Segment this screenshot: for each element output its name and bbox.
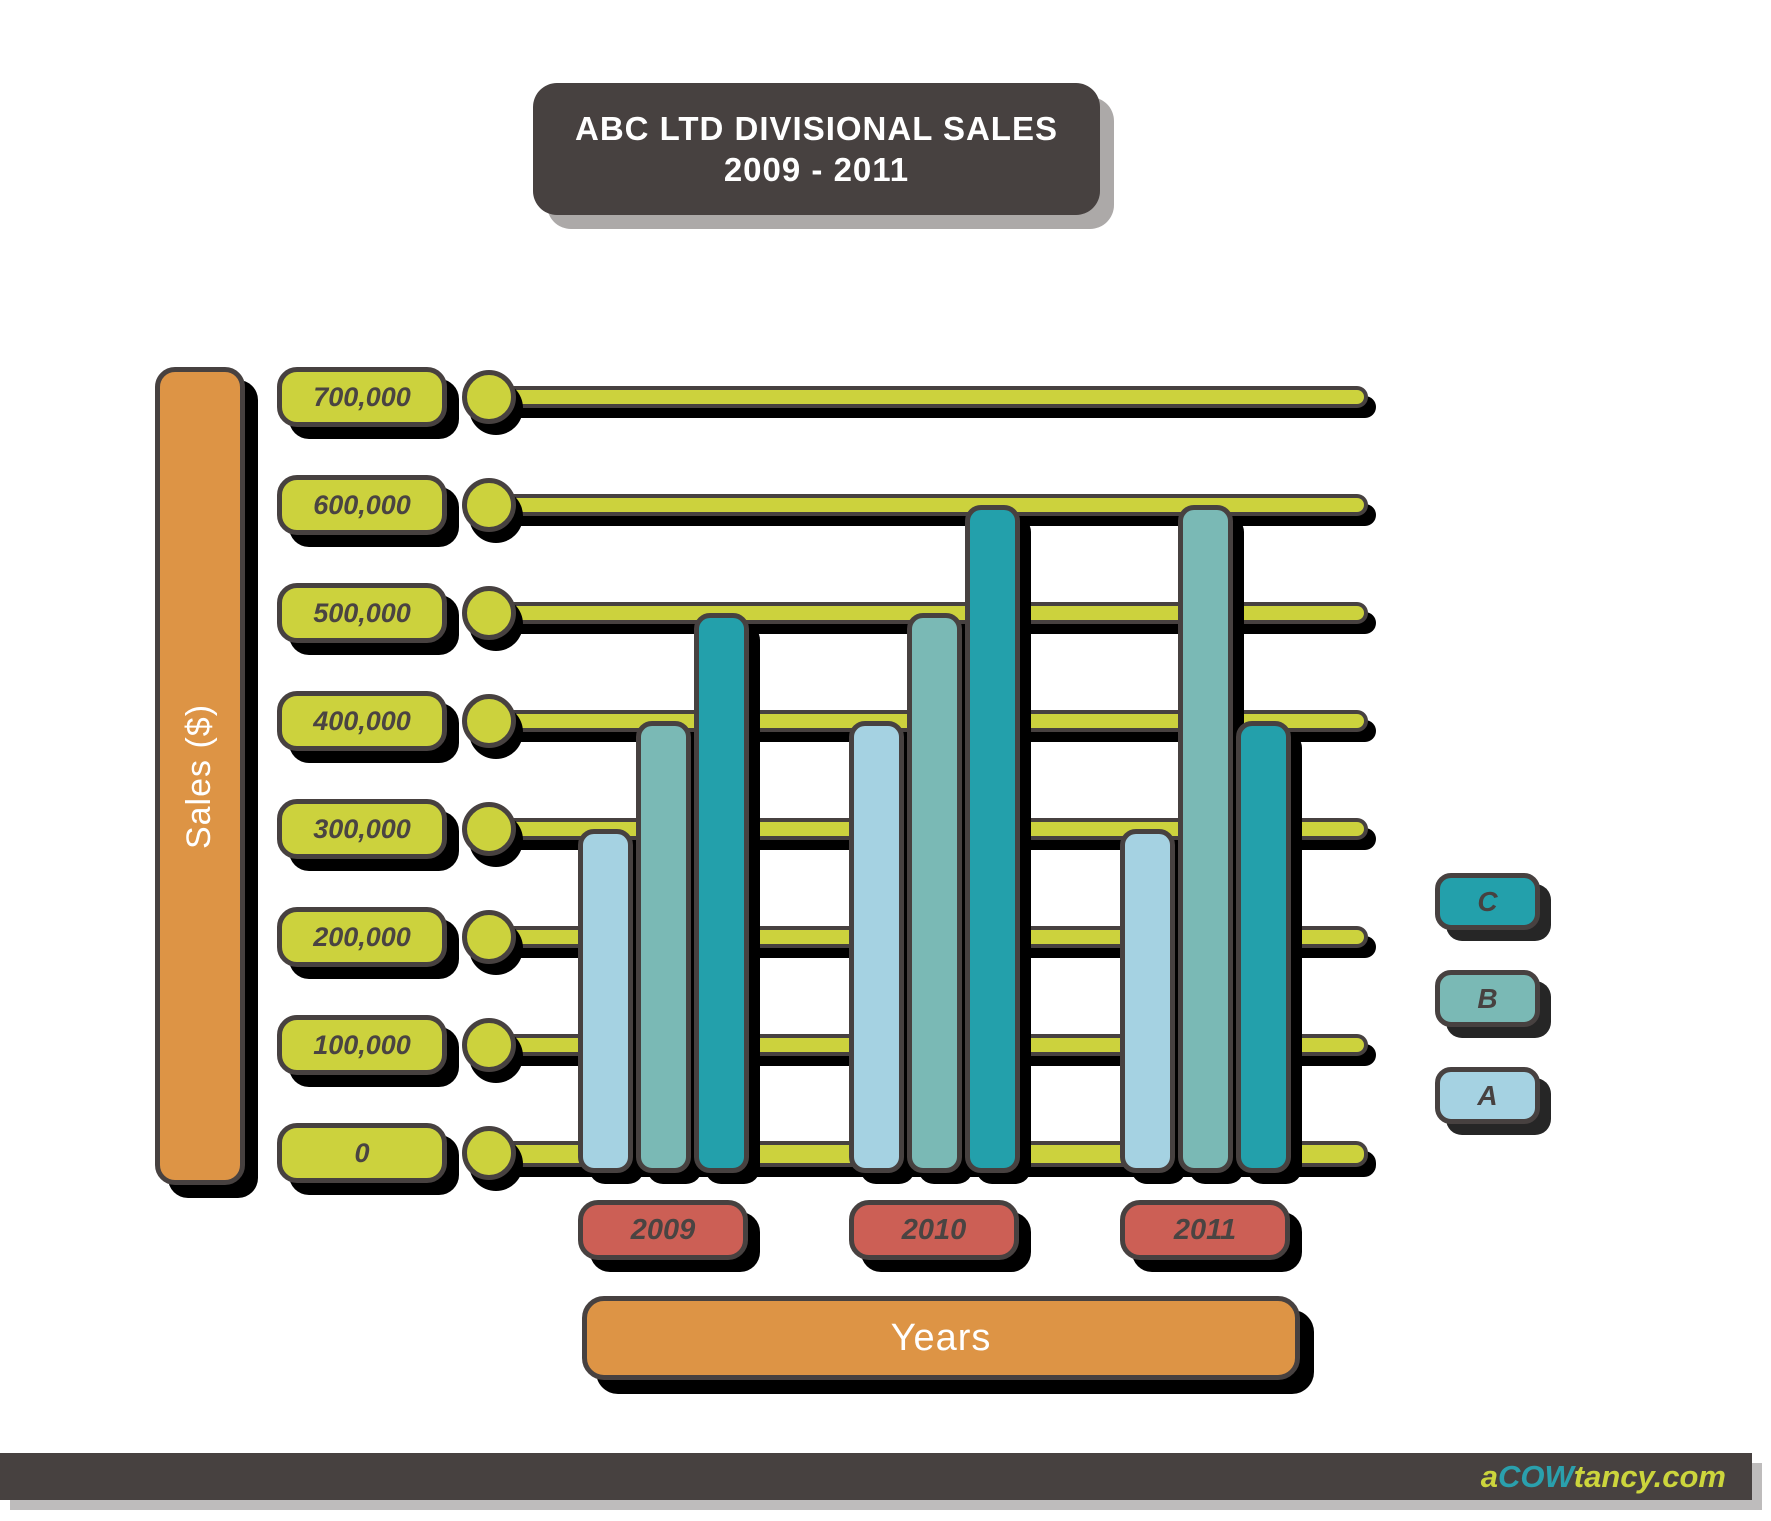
y-tick-label-300000: 300,000 [277,799,447,859]
y-tick-label-600000: 600,000 [277,475,447,535]
gridline-600000 [490,494,1368,516]
gridline-dot-600000 [462,478,516,532]
y-axis-title-bar: Sales ($) [155,367,245,1185]
gridline-dot-700000 [462,370,516,424]
footer-logo: aCOWtancy.com [1481,1459,1726,1495]
bar-2009-division-b [636,721,691,1173]
gridline-dot-300000 [462,802,516,856]
footer-logo-domain: .com [1653,1458,1726,1494]
x-tick-label-2009: 2009 [578,1200,748,1260]
bar-2011-division-a [1120,829,1175,1173]
bar-2010-division-a [849,721,904,1173]
y-tick-label-700000: 700,000 [277,367,447,427]
x-axis-title-bar: Years [582,1296,1300,1380]
chart-title-line2: 2009 - 2011 [723,151,910,188]
gridline-dot-400000 [462,694,516,748]
x-axis-title: Years [890,1316,992,1359]
gridline-dot-0 [462,1126,516,1180]
bar-2009-division-a [578,829,633,1173]
y-tick-label-200000: 200,000 [277,907,447,967]
y-tick-label-0: 0 [277,1123,447,1183]
bar-2010-division-c [965,505,1020,1173]
chart-title-line1: ABC LTD DIVISIONAL SALES [575,110,1058,147]
y-tick-label-100000: 100,000 [277,1015,447,1075]
y-axis-title: Sales ($) [180,703,219,849]
x-tick-label-2010: 2010 [849,1200,1019,1260]
bar-2011-division-c [1236,721,1291,1173]
x-tick-label-2011: 2011 [1120,1200,1290,1260]
footer-logo-prefix: a [1480,1458,1499,1494]
legend-item-c: C [1435,873,1540,930]
gridline-dot-200000 [462,910,516,964]
legend-item-a: A [1435,1067,1540,1124]
footer-logo-highlight: COW [1498,1458,1574,1494]
legend-item-b: B [1435,970,1540,1027]
bar-2010-division-b [907,613,962,1173]
gridline-700000 [490,386,1368,408]
bar-2011-division-b [1178,505,1233,1173]
y-tick-label-400000: 400,000 [277,691,447,751]
gridline-dot-100000 [462,1018,516,1072]
gridline-dot-500000 [462,586,516,640]
footer-bar: aCOWtancy.com [0,1453,1752,1500]
footer-logo-suffix: tancy [1573,1458,1654,1494]
bar-2009-division-c [694,613,749,1173]
chart-title-box: ABC LTD DIVISIONAL SALES 2009 - 2011 [533,83,1100,215]
y-tick-label-500000: 500,000 [277,583,447,643]
